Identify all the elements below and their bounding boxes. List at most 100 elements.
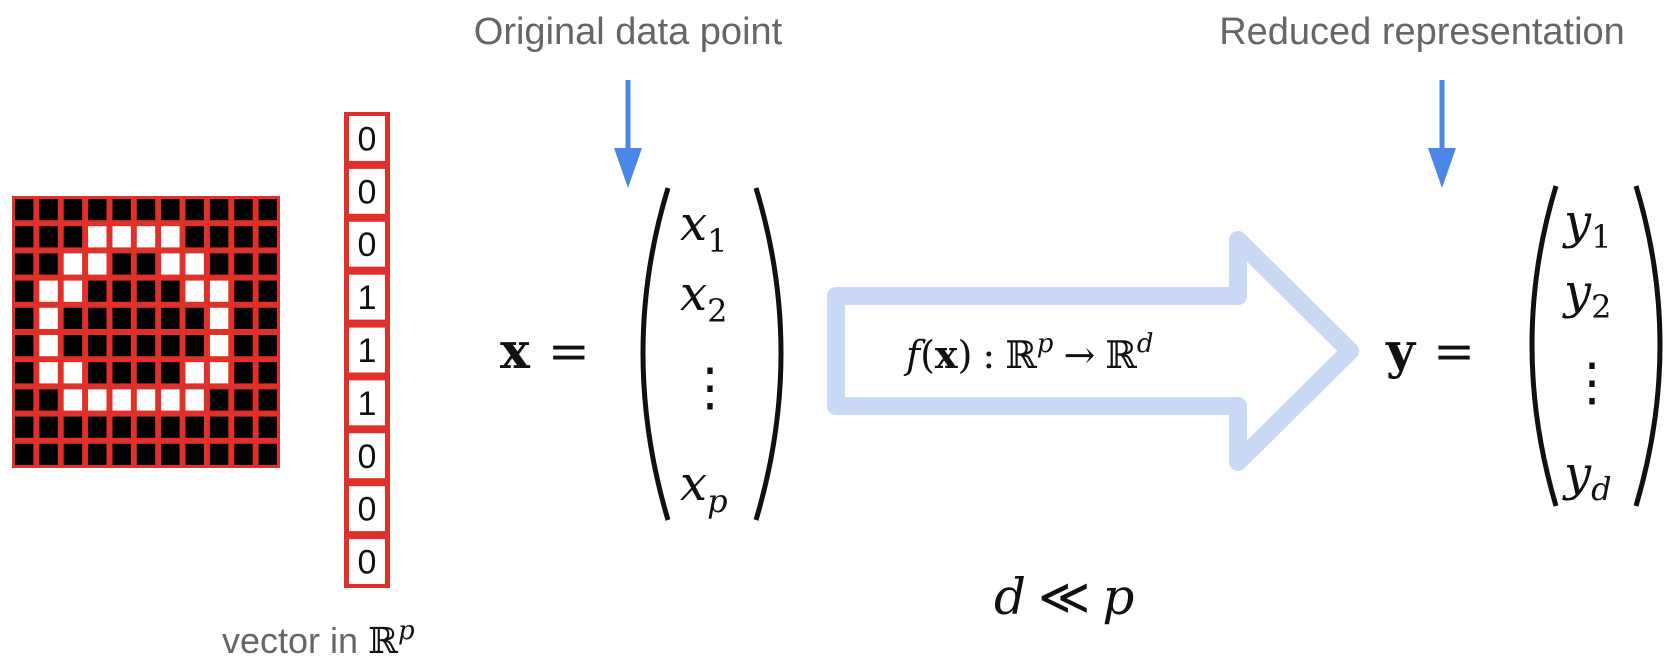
pixel-cell <box>39 307 58 329</box>
pixel-cell <box>185 199 204 221</box>
pixel-cell <box>136 335 156 357</box>
mapping-formula: f(x):ℝp→ℝd <box>903 329 1154 377</box>
pixel-cell <box>63 416 83 438</box>
pixel-vector-cell <box>349 380 385 426</box>
pixel-vector-cell <box>349 168 385 214</box>
pixel-cell <box>161 307 180 329</box>
pixel-cell <box>88 280 107 302</box>
pixel-cell <box>185 443 204 465</box>
pixel-cell <box>161 389 180 411</box>
pixel-cell <box>185 389 204 411</box>
pixel-cell <box>258 389 277 411</box>
y-vector-entry-2: y2 <box>1562 264 1611 326</box>
pixel-cell <box>185 280 204 302</box>
x-vector-lhs: x= <box>500 321 590 380</box>
pixel-cell <box>39 280 58 302</box>
dimension-inequality: d≪p <box>994 568 1134 626</box>
pixel-cell <box>234 416 253 438</box>
pixel-vector-cell <box>349 274 385 320</box>
pixel-cell <box>112 389 131 411</box>
pixel-cell <box>39 362 58 384</box>
pixel-cell <box>185 226 204 248</box>
pixel-cell <box>161 226 180 248</box>
pixel-cell <box>234 362 253 384</box>
pixel-vector-cell <box>349 539 385 584</box>
pixel-cell <box>161 253 180 275</box>
pixel-cell <box>258 335 277 357</box>
pixel-cell <box>161 362 180 384</box>
y-vector-left-paren <box>1529 185 1559 507</box>
pixel-cell <box>15 199 34 221</box>
pixel-cell <box>39 416 58 438</box>
y-vector-entry-1: y1 <box>1562 194 1611 256</box>
pixel-vector-value: 0 <box>358 120 377 158</box>
x-vector-left-paren <box>640 187 671 521</box>
pointer-arrow-original <box>614 80 642 188</box>
y-vector-vdots: ⋮ <box>1566 353 1618 413</box>
pixel-cell <box>258 280 277 302</box>
pixel-cell <box>112 443 131 465</box>
pixel-cell <box>63 335 83 357</box>
pixel-cell <box>234 389 253 411</box>
pixel-cell <box>88 335 107 357</box>
pixel-cell <box>39 389 58 411</box>
pixel-cell <box>234 335 253 357</box>
pixel-cell <box>39 199 58 221</box>
pixel-cell <box>39 253 58 275</box>
pixel-cell <box>15 335 34 357</box>
pixel-cell <box>136 389 156 411</box>
pixel-cell <box>63 389 83 411</box>
pixel-cell <box>15 416 34 438</box>
pixel-vector-cell <box>349 116 385 161</box>
reduced-representation-label: Reduced representation <box>1219 11 1625 53</box>
pixel-cell <box>161 199 180 221</box>
pixel-cell <box>258 443 277 465</box>
pixel-cell <box>15 362 34 384</box>
pixel-cell <box>185 307 204 329</box>
pixel-cell <box>112 335 131 357</box>
pixel-cell <box>88 253 107 275</box>
pixel-cell <box>258 362 277 384</box>
mapping-arrow <box>827 231 1359 471</box>
y-vector-right-paren <box>1633 185 1663 507</box>
pixel-cell <box>234 307 253 329</box>
pixel-cell <box>88 443 107 465</box>
pixel-cell <box>209 443 229 465</box>
pixel-cell <box>63 307 83 329</box>
pixel-cell <box>63 199 83 221</box>
pixel-cell <box>88 199 107 221</box>
pixel-cell <box>112 253 131 275</box>
pixel-vector-cell <box>349 221 385 267</box>
pixel-cell <box>112 307 131 329</box>
pixel-vector-value: 0 <box>358 226 377 264</box>
pixel-cell <box>234 226 253 248</box>
pixel-cell <box>15 443 34 465</box>
pixel-cell <box>112 416 131 438</box>
pixel-cell <box>63 443 83 465</box>
pixel-grid-image <box>12 196 280 468</box>
pixel-cell <box>136 307 156 329</box>
pixel-cell <box>258 253 277 275</box>
pixel-cell <box>185 416 204 438</box>
pixel-cell <box>209 199 229 221</box>
pixel-cell <box>209 416 229 438</box>
pixel-cell <box>136 280 156 302</box>
pixel-cell <box>88 362 107 384</box>
pixel-cell <box>161 335 180 357</box>
pixel-cell <box>15 253 34 275</box>
pixel-cell <box>88 389 107 411</box>
pixel-cell <box>209 307 229 329</box>
pixel-cell <box>209 226 229 248</box>
pixel-cell <box>136 253 156 275</box>
pixel-cell <box>258 199 277 221</box>
pixel-cell <box>88 416 107 438</box>
pixel-cell <box>63 253 83 275</box>
pixel-cell <box>209 253 229 275</box>
pixel-cell <box>63 362 83 384</box>
pixel-vector-cell <box>349 433 385 479</box>
pixel-vector-value: 1 <box>358 385 377 423</box>
pixel-cell <box>209 389 229 411</box>
pixel-cell <box>136 443 156 465</box>
